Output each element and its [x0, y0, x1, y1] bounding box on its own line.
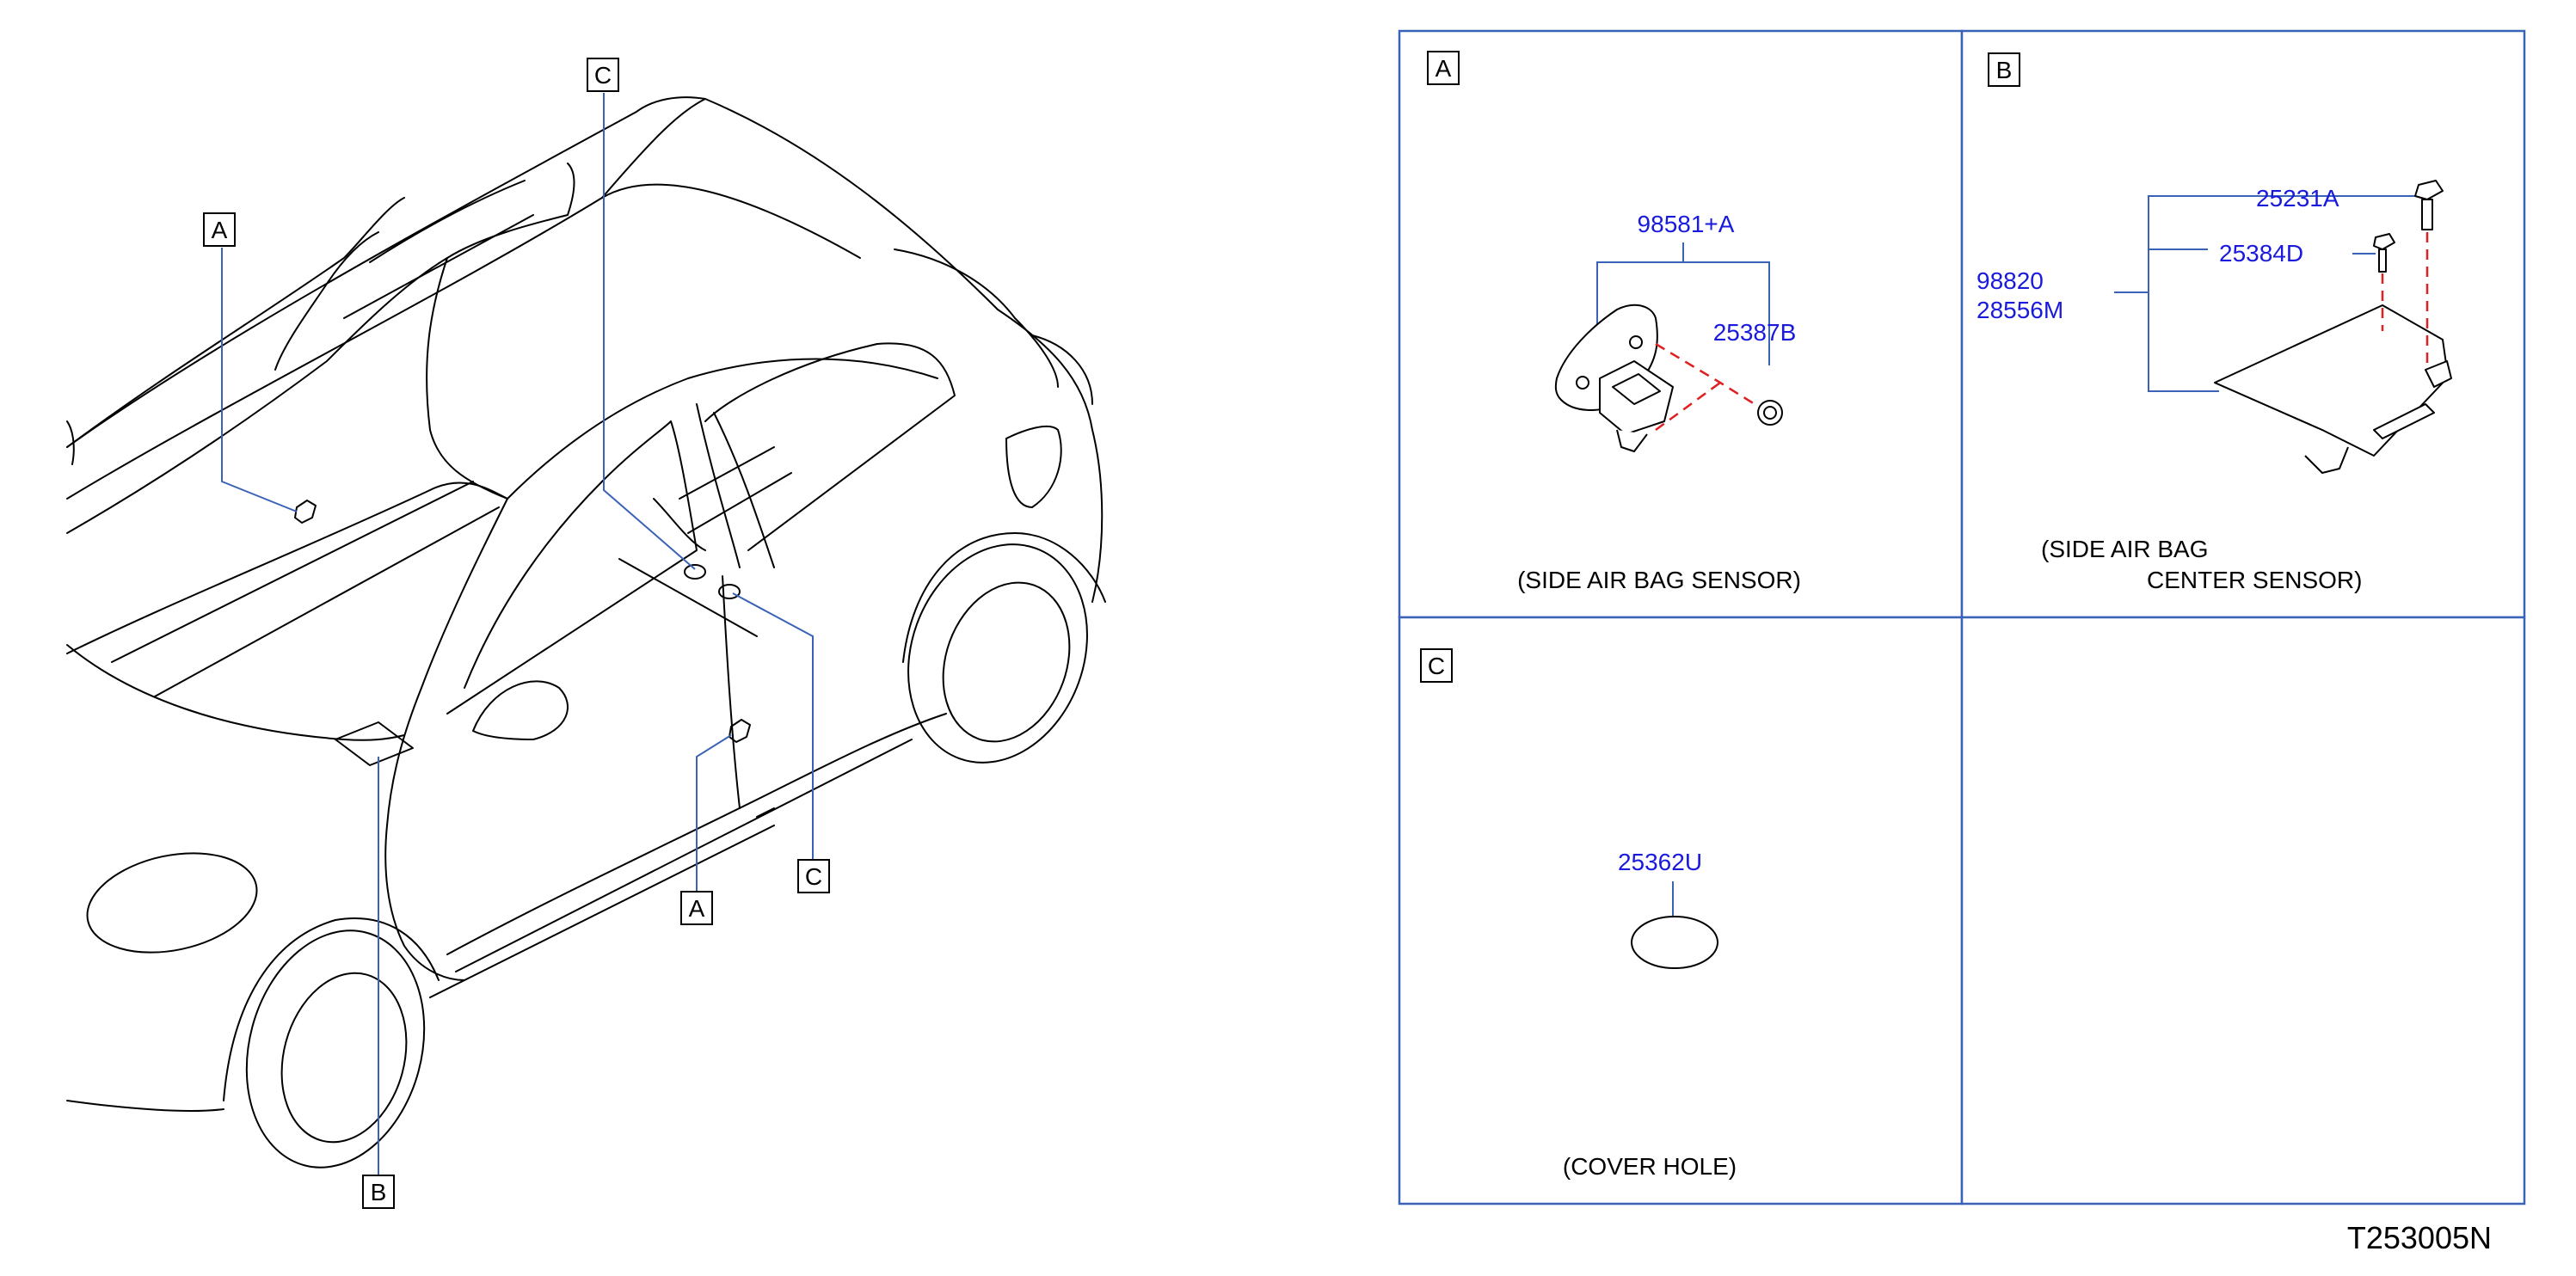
center-sensor-drawing [2214, 180, 2452, 474]
cover-hole-icon-1 [684, 564, 706, 580]
callout-a-top: A [203, 212, 236, 247]
part-number-25387b: 25387B [1713, 319, 1797, 346]
panel-c: C 25362U (COVER HOLE) [1420, 648, 1737, 1180]
part-number-25362u: 25362U [1618, 849, 1702, 875]
callout-a-bottom: A [680, 891, 713, 925]
svg-text:C: C [805, 863, 822, 890]
panel-b: B 25231A 25384D 98820 28556M (SIDE AIR B… [1977, 52, 2452, 593]
panel-b-label-box [1988, 52, 2020, 87]
panel-b-caption-line1: (SIDE AIR BAG [2041, 536, 2209, 562]
panel-a: A 98581+A 25387B (SIDE AIR BAG SENSOR) [1427, 51, 1801, 593]
center-sensor-icon [335, 721, 414, 766]
panel-a-label: A [1436, 55, 1452, 82]
panel-c-label: C [1428, 653, 1445, 679]
panel-a-caption: (SIDE AIR BAG SENSOR) [1517, 567, 1801, 593]
part-number-98581a: 98581+A [1638, 211, 1735, 237]
panel-c-label-box [1420, 648, 1453, 683]
cover-hole-drawing [1631, 916, 1718, 969]
part-number-98820: 98820 [1977, 267, 2044, 294]
svg-text:A: A [689, 895, 705, 922]
cover-hole-icon-2 [718, 584, 741, 599]
part-number-25384d: 25384D [2219, 240, 2303, 267]
panel-a-label-box [1427, 51, 1460, 85]
panel-b-label: B [1996, 57, 2013, 83]
svg-text:B: B [371, 1179, 387, 1205]
side-air-bag-sensor-drawing [1554, 304, 1783, 452]
part-number-28556m: 28556M [1977, 297, 2063, 323]
callout-b-bottom: B [362, 1175, 395, 1209]
svg-text:C: C [594, 62, 612, 89]
diagram-code: T253005N [2347, 1220, 2492, 1255]
part-number-25231a: 25231A [2256, 185, 2339, 212]
detail-grid [1398, 29, 2526, 1205]
panel-c-caption: (COVER HOLE) [1563, 1153, 1737, 1180]
car-leaders [221, 93, 814, 1182]
svg-text:A: A [212, 217, 228, 243]
sensor-icon-upper [294, 500, 317, 524]
callout-c-bottom: C [797, 859, 830, 893]
callout-c-top: C [587, 58, 619, 92]
car-illustration [66, 96, 1106, 1169]
panel-b-caption-line2: CENTER SENSOR) [2147, 567, 2362, 593]
